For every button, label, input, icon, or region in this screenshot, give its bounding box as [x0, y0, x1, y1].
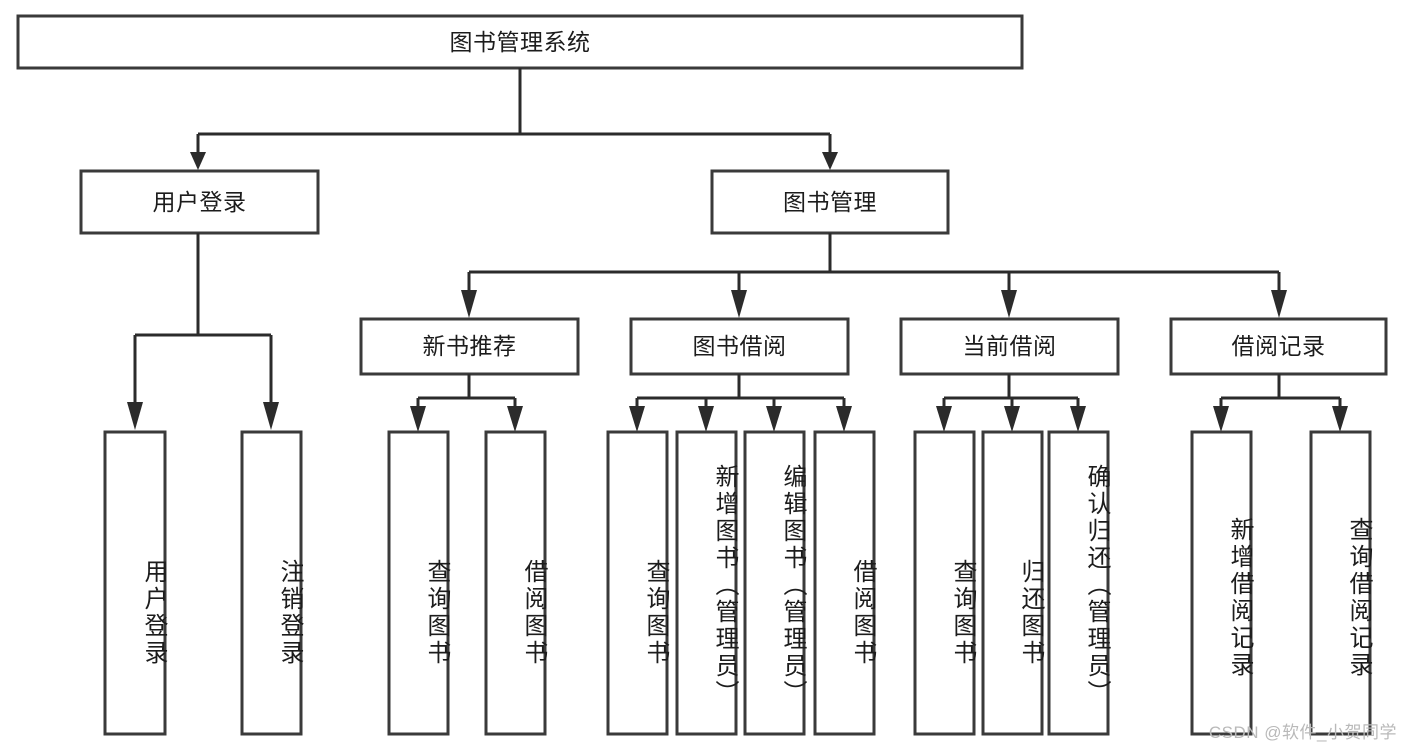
node-box-leaf-borrow-book-a[interactable] [484, 430, 547, 736]
arrow-head-current-borrow-leaf-2 [1004, 406, 1020, 432]
node-box-leaf-query-book-c[interactable] [913, 430, 976, 736]
arrow-head-to-current-borrow [1001, 290, 1017, 318]
arrow-head-book-borrow-leaf-3 [766, 406, 782, 432]
arrow-head-to-book-borrow [731, 290, 747, 318]
node-box-user-login[interactable] [79, 169, 320, 235]
node-box-leaf-query-book-a[interactable] [387, 430, 450, 736]
node-box-borrow-records[interactable] [1169, 317, 1388, 376]
node-box-leaf-query-book-b[interactable] [606, 430, 669, 736]
arrow-head-to-borrow-records [1271, 290, 1287, 318]
arrow-head-to-user-login [190, 152, 206, 170]
node-box-leaf-query-borrow-record[interactable] [1309, 430, 1372, 736]
arrow-head-user-login-leaf-2 [263, 402, 279, 430]
node-box-leaf-user-logout[interactable] [240, 430, 303, 736]
arrow-head-book-borrow-leaf-1 [629, 406, 645, 432]
node-box-leaf-borrow-book-b[interactable] [813, 430, 876, 736]
node-box-book-manage[interactable] [710, 169, 950, 235]
node-box-leaf-confirm-return-admin[interactable] [1047, 430, 1110, 736]
node-box-leaf-edit-book-admin[interactable] [743, 430, 806, 736]
arrow-head-new-book-leaf-2 [507, 406, 523, 432]
node-box-root[interactable] [16, 14, 1024, 70]
node-box-leaf-add-borrow-record[interactable] [1190, 430, 1253, 736]
arrow-head-borrow-records-leaf-1 [1213, 406, 1229, 432]
node-box-new-book-recommend[interactable] [359, 317, 580, 376]
arrow-head-new-book-leaf-1 [410, 406, 426, 432]
arrow-head-to-new-book [461, 290, 477, 318]
arrow-head-book-borrow-leaf-2 [698, 406, 714, 432]
node-box-current-borrow[interactable] [899, 317, 1120, 376]
arrow-head-book-borrow-leaf-4 [836, 406, 852, 432]
node-box-leaf-return-book[interactable] [981, 430, 1044, 736]
node-box-book-borrow[interactable] [629, 317, 850, 376]
arrow-head-to-book-manage [822, 152, 838, 170]
arrow-head-current-borrow-leaf-1 [936, 406, 952, 432]
arrow-head-current-borrow-leaf-3 [1070, 406, 1086, 432]
arrow-head-borrow-records-leaf-2 [1332, 406, 1348, 432]
arrow-head-user-login-leaf-1 [127, 402, 143, 430]
node-box-leaf-add-book-admin[interactable] [675, 430, 738, 736]
node-box-leaf-user-login[interactable] [103, 430, 167, 736]
